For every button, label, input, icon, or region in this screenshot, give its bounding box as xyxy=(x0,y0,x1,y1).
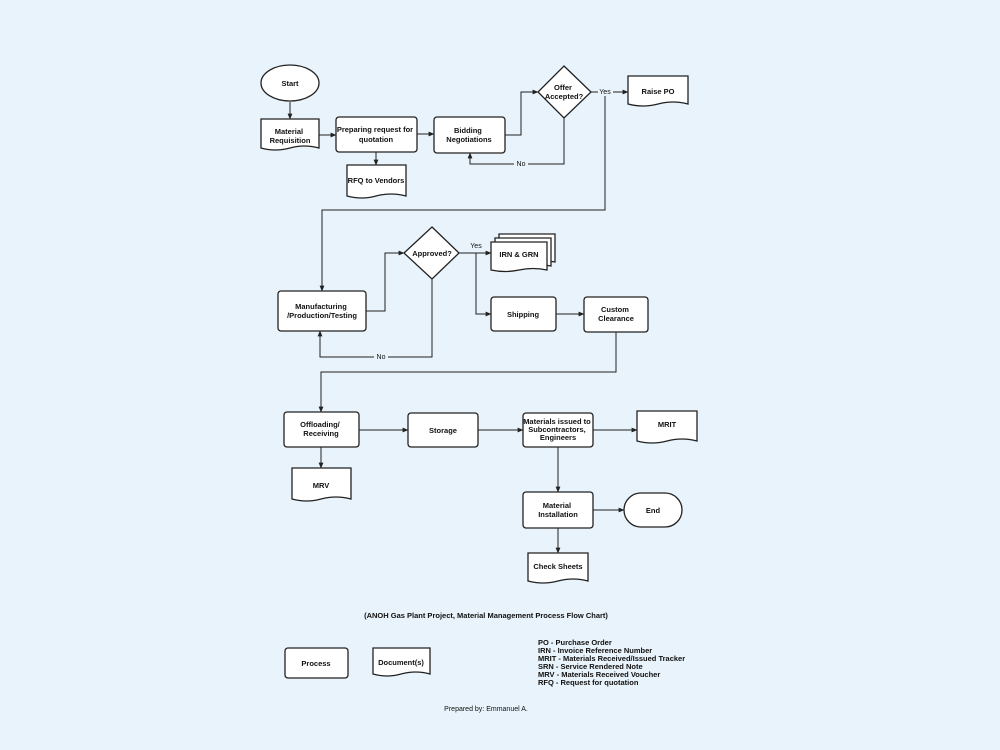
storage-label: Storage xyxy=(429,426,457,435)
node-label-line: Material xyxy=(275,127,303,136)
irn-grn-multi-document: IRN & GRN xyxy=(490,233,556,273)
approved-label: Approved? xyxy=(412,249,452,258)
node-label-line: Material xyxy=(543,501,571,510)
edge-label-no: No xyxy=(377,354,386,361)
svg-text:Bidding Negotiations: Bidding Negotiations xyxy=(446,126,491,144)
mrv-label: MRV xyxy=(313,481,330,490)
node-label-line: Clearance xyxy=(598,314,634,323)
custom-clearance-process: Custom Clearance xyxy=(583,296,649,333)
irn-grn-label: IRN & GRN xyxy=(499,250,538,259)
edge-label-yes: Yes xyxy=(599,89,611,96)
check-sheets-document: Check Sheets xyxy=(527,552,589,584)
offloading-receiving-process: Offloading/ Receiving xyxy=(283,411,360,448)
rfq-to-vendors-label: RFQ to Vendors xyxy=(348,176,405,185)
approved-decision: Approved? xyxy=(403,226,460,280)
node-label-line: Installation xyxy=(538,510,578,519)
svg-text:Material Requisition: Material Requisition xyxy=(270,127,311,145)
shipping-label: Shipping xyxy=(507,310,539,319)
materials-issued-process: Materials issued to Subcontractors, Engi… xyxy=(522,412,594,448)
node-label-line: Requisition xyxy=(270,136,311,145)
manufacturing-process: Manufacturing /Production/Testing xyxy=(277,290,367,332)
shipping-process: Shipping xyxy=(490,296,557,332)
node-label-line: Custom xyxy=(601,305,629,314)
abbreviation-item: IRN - Invoice Reference Number xyxy=(538,646,652,655)
end-label: End xyxy=(646,506,661,515)
abbreviation-item: PO - Purchase Order xyxy=(538,638,612,647)
material-installation-process: Material Installation xyxy=(522,491,594,529)
legend-process: Process xyxy=(284,647,349,679)
node-label-line: Negotiations xyxy=(446,135,491,144)
material-requisition-document: Material Requisition xyxy=(260,118,320,151)
svg-text:Custom Clearance: Custom Clearance xyxy=(598,305,634,323)
raise-po-document: Raise PO xyxy=(627,75,689,107)
connector-approved-to-shipping xyxy=(475,253,492,317)
end-node: End xyxy=(623,492,683,528)
node-label-line: Engineers xyxy=(540,433,576,442)
abbreviation-item: MRV - Materials Received Voucher xyxy=(538,670,660,679)
mrv-document: MRV xyxy=(291,467,352,502)
prepared-by: Prepared by: Emmanuel A. xyxy=(444,706,528,713)
start-node: Start xyxy=(260,64,320,102)
mrit-document: MRIT xyxy=(636,410,698,444)
offer-accepted-decision: Offer Accepted? xyxy=(537,65,592,119)
edge-label-yes: Yes xyxy=(470,243,482,250)
abbreviations-list: PO - Purchase Order IRN - Invoice Refere… xyxy=(538,638,685,687)
svg-text:Materials issued to Subc: Materials issued to Subcontractors, Engi… xyxy=(523,417,593,442)
node-label-line: Materials issued to xyxy=(523,417,591,426)
node-label-line: Accepted? xyxy=(545,92,584,101)
edge-label-no: No xyxy=(517,161,526,168)
preparing-rfq-process: Preparing request for quotation xyxy=(335,116,418,153)
svg-text:Preparing request for qu: Preparing request for quotation xyxy=(337,125,415,144)
node-label-line: Manufacturing xyxy=(295,302,347,311)
abbreviation-item: SRN - Service Rendered Note xyxy=(538,662,643,671)
connector-bidding-to-offer xyxy=(505,89,539,136)
node-label-line: quotation xyxy=(359,135,394,144)
abbreviation-item: MRIT - Materials Received/Issued Tracker xyxy=(538,654,685,663)
bidding-negotiations-process: Bidding Negotiations xyxy=(433,116,506,154)
chart-caption: (ANOH Gas Plant Project, Material Manage… xyxy=(364,611,608,620)
connector-po-to-manufacturing xyxy=(319,92,606,292)
node-label-line: Receiving xyxy=(303,429,339,438)
legend-document: Document(s) xyxy=(372,647,431,677)
connectors xyxy=(287,89,638,554)
node-label-line: Subcontractors, xyxy=(528,425,586,434)
legend-process-label: Process xyxy=(301,659,330,668)
abbreviation-item: RFQ - Request for quotation xyxy=(538,678,639,687)
storage-process: Storage xyxy=(407,412,479,448)
svg-text:Manufacturing /Productio: Manufacturing /Production/Testing xyxy=(287,302,357,320)
legend-document-label: Document(s) xyxy=(378,658,424,667)
mrit-label: MRIT xyxy=(658,420,677,429)
node-label-line: Offer xyxy=(554,83,572,92)
connector-clearance-to-offloading xyxy=(318,332,617,413)
node-label-line: Bidding xyxy=(454,126,482,135)
node-label-line: Preparing request for xyxy=(337,125,413,134)
svg-text:Material Installation: Material Installation xyxy=(538,501,578,519)
svg-text:Offer Accepted?: Offer Accepted? xyxy=(545,83,584,101)
raise-po-label: Raise PO xyxy=(642,87,675,96)
node-label-line: /Production/Testing xyxy=(287,311,357,320)
start-label: Start xyxy=(281,79,299,88)
connector-manufacturing-to-approved xyxy=(366,250,405,312)
check-sheets-label: Check Sheets xyxy=(533,562,582,571)
svg-text:Offloading/ Receiving: Offloading/ Receiving xyxy=(300,420,342,438)
node-label-line: Offloading/ xyxy=(300,420,340,429)
rfq-to-vendors-document: RFQ to Vendors xyxy=(346,164,407,199)
